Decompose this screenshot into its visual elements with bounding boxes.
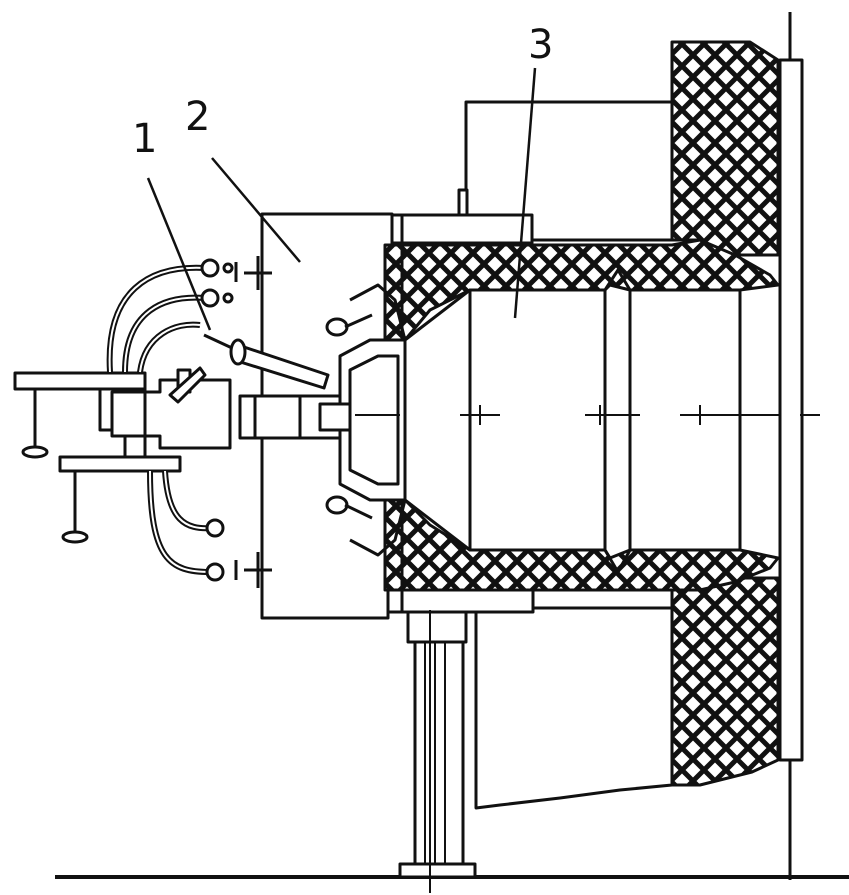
fitting-lower-2 bbox=[205, 562, 225, 582]
callout-3: 3 bbox=[528, 22, 553, 68]
upper-clamp-bar bbox=[13, 371, 147, 391]
lance-collar bbox=[318, 402, 352, 432]
upper-flange-plate bbox=[390, 213, 534, 245]
furnace-wall-lower bbox=[670, 576, 780, 787]
fitting-upper-1 bbox=[200, 258, 220, 278]
furnace-wall-upper bbox=[670, 40, 780, 257]
lower-clamp-bar bbox=[58, 455, 182, 473]
support-shaft bbox=[413, 640, 465, 866]
fitting-upper-3 bbox=[222, 262, 234, 274]
lower-casing bbox=[474, 606, 674, 810]
burner-head-inner bbox=[348, 354, 400, 486]
leader-2 bbox=[211, 157, 301, 263]
lower-flange-plate bbox=[386, 588, 535, 614]
mount-mark-upper bbox=[244, 256, 272, 290]
chamber-section-a bbox=[468, 288, 607, 552]
valve-handle bbox=[168, 366, 207, 404]
burner-mount-ring bbox=[349, 283, 407, 557]
clamp-foot-lower bbox=[61, 530, 89, 544]
leader-1 bbox=[146, 177, 212, 331]
upper-bolt bbox=[325, 317, 349, 337]
valve-block bbox=[110, 378, 232, 450]
wall-plate bbox=[778, 58, 804, 762]
hose-lower-2 bbox=[162, 470, 213, 532]
fitting-lower-1 bbox=[205, 518, 225, 538]
mount-mark-lower bbox=[244, 552, 272, 588]
lower-bolt bbox=[325, 495, 349, 515]
igniter-rod-end bbox=[229, 338, 247, 366]
leader-3 bbox=[513, 67, 537, 319]
chamber-cone bbox=[404, 288, 471, 552]
fitting-upper-2 bbox=[200, 288, 220, 308]
chamber-section-b bbox=[628, 288, 742, 552]
clamp-foot-upper bbox=[21, 445, 49, 459]
support-column bbox=[406, 610, 468, 644]
top-housing-stub bbox=[457, 188, 469, 217]
support-base bbox=[398, 862, 477, 879]
chamber-divider bbox=[603, 268, 632, 574]
callout-2: 2 bbox=[185, 94, 210, 140]
callout-1: 1 bbox=[132, 116, 157, 162]
